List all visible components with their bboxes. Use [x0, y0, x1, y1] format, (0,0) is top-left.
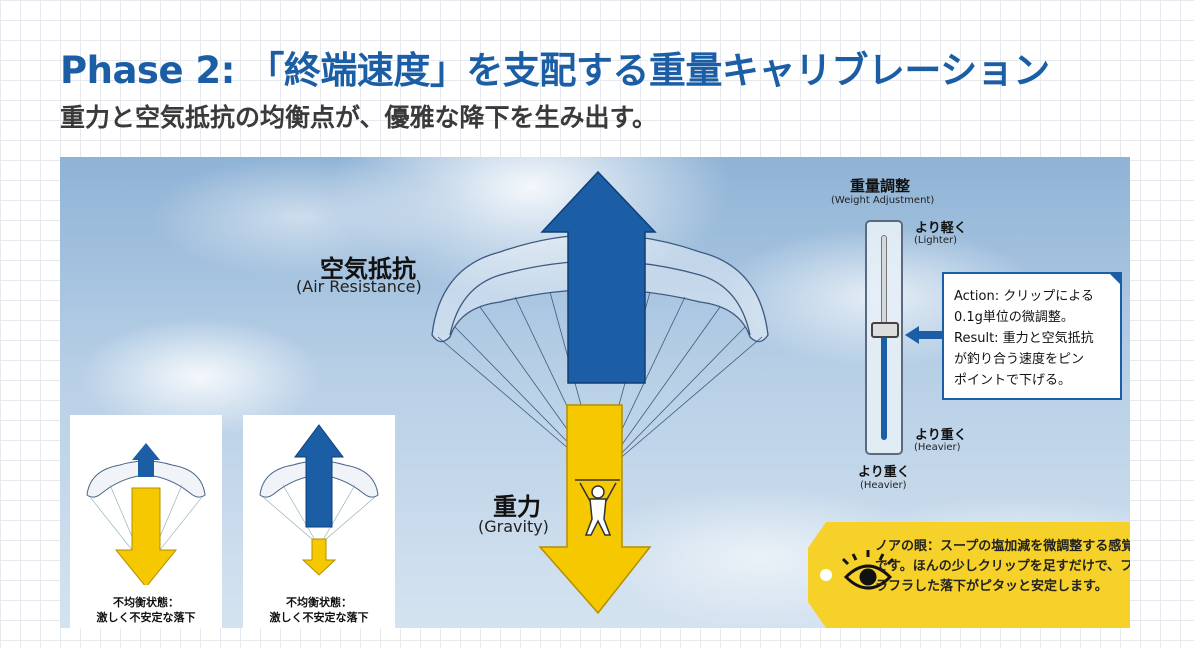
parachute-imbalance-icon [86, 443, 206, 588]
slider-title-en: (Weight Adjustment) [831, 195, 935, 206]
panel-caption-line2: 激しく不安定な落下 [269, 611, 369, 624]
page-title: Phase 2: 「終端速度」を支配する重量キャリブレーション [60, 49, 1050, 92]
slider-track-upper [881, 235, 887, 335]
tag-text: ノアの眼：スープの塩加減を微調整する感覚です。ほんの少しクリップを足すだけで、フ… [875, 539, 1130, 594]
callout-line: ポイントで下げる。 [954, 373, 1072, 388]
callout-line: Action: クリップによる [954, 289, 1094, 304]
slider-bottom-label-en: (Heavier) [914, 442, 961, 453]
air-resistance-en: (Air Resistance) [296, 277, 422, 296]
slider-title: 重量調整 [850, 177, 911, 195]
main-parachute-diagram [431, 170, 769, 615]
gravity-label: 重力 [493, 493, 541, 521]
pointer-arrow-icon [905, 326, 945, 344]
gravity-en: (Gravity) [478, 517, 549, 536]
slider-top-label-en: (Lighter) [914, 235, 958, 246]
slider-top-label: より軽く [915, 221, 967, 236]
sky-illustration: 空気抵抗 (Air Resistance) 重力 (Gravity) 不均衡状態… [60, 157, 1130, 628]
skydiver-icon [575, 479, 620, 536]
page-subtitle: 重力と空気抵抗の均衡点が、優雅な降下を生み出す。 [60, 103, 658, 132]
page-fold [1108, 272, 1122, 286]
slider-below-label: より重く [858, 465, 910, 480]
weight-adjustment-slider[interactable] [865, 220, 903, 455]
callout-line: 0.1g単位の微調整。 [954, 310, 1074, 325]
air-resistance-label: 空気抵抗 [320, 255, 416, 283]
noah-eye-tag [808, 522, 1130, 628]
panel-caption-line1: 不均衡状態： [286, 596, 352, 609]
imbalance-panel-heavy: 不均衡状態： 激しく不安定な落下 [70, 415, 222, 628]
callout-line: Result: 重力と空気抵抗 [954, 331, 1094, 346]
slider-thumb[interactable] [871, 322, 899, 338]
slider-track-fill [881, 332, 887, 440]
parachute-imbalance-icon [259, 424, 379, 576]
slider-below-label-en: (Heavier) [860, 480, 907, 491]
action-callout: Action: クリップによる 0.1g単位の微調整。 Result: 重力と空… [942, 272, 1122, 400]
panel-caption-line2: 激しく不安定な落下 [96, 611, 196, 624]
panel-caption-line1: 不均衡状態： [113, 596, 179, 609]
slider-bottom-label: より重く [915, 428, 967, 443]
imbalance-panel-light: 不均衡状態： 激しく不安定な落下 [243, 415, 395, 628]
eye-icon [841, 550, 895, 590]
air-resistance-arrow [540, 170, 657, 384]
callout-line: が釣り合う速度をピン [954, 352, 1085, 367]
